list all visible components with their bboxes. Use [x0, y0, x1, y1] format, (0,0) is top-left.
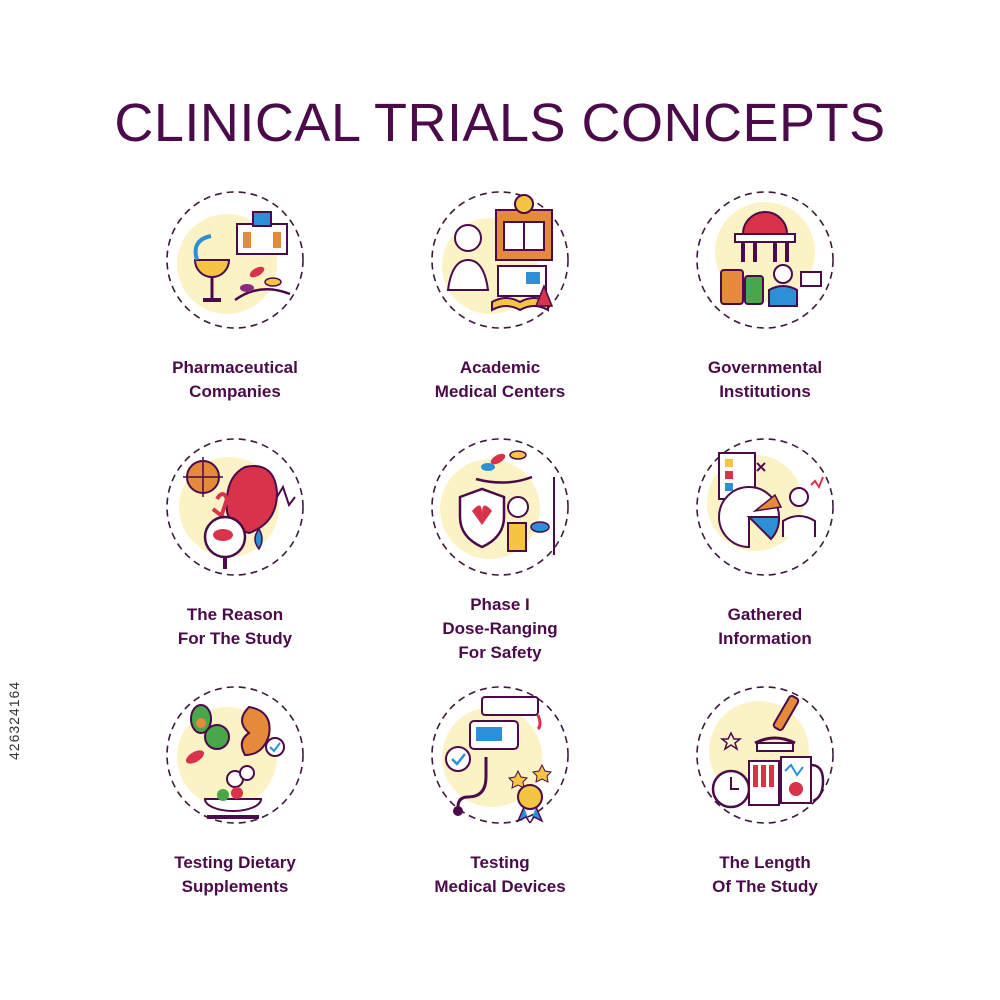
dose-safety-icon: [431, 438, 569, 576]
concept-card: The Length Of The Study: [665, 685, 865, 925]
dietary-supplements-icon: [166, 686, 304, 824]
concept-card: Pharmaceutical Companies: [135, 190, 335, 430]
concept-card: Testing Dietary Supplements: [135, 685, 335, 925]
concept-label: Testing Dietary Supplements: [174, 853, 296, 896]
concept-label: Pharmaceutical Companies: [172, 358, 298, 401]
research-reason-icon: [166, 438, 304, 576]
concept-label: Governmental Institutions: [707, 358, 823, 401]
concept-card: The Reason For The Study: [135, 437, 335, 677]
study-length-icon: [696, 686, 834, 824]
concept-label: Phase I Dose-Ranging For Safety: [442, 595, 558, 662]
concept-card: Gathered Information: [665, 437, 865, 677]
concept-card: Phase I Dose-Ranging For Safety: [400, 437, 600, 677]
page-title: CLINICAL TRIALS CONCEPTS: [114, 93, 886, 153]
concept-label: Academic Medical Centers: [434, 358, 566, 401]
government-icon: [696, 191, 834, 329]
medical-devices-icon: [431, 686, 569, 824]
concept-label: Testing Medical Devices: [434, 853, 566, 896]
concept-label: Gathered Information: [718, 605, 812, 648]
stock-id-watermark: 426324164: [6, 680, 22, 760]
concept-card: Academic Medical Centers: [400, 190, 600, 430]
data-gathering-icon: [696, 438, 834, 576]
concept-label: The Length Of The Study: [712, 853, 818, 896]
pharmacy-icon: [166, 191, 304, 329]
concept-card: Governmental Institutions: [665, 190, 865, 430]
academic-center-icon: [431, 191, 569, 329]
concept-label: The Reason For The Study: [177, 605, 293, 648]
concept-card: Testing Medical Devices: [400, 685, 600, 925]
